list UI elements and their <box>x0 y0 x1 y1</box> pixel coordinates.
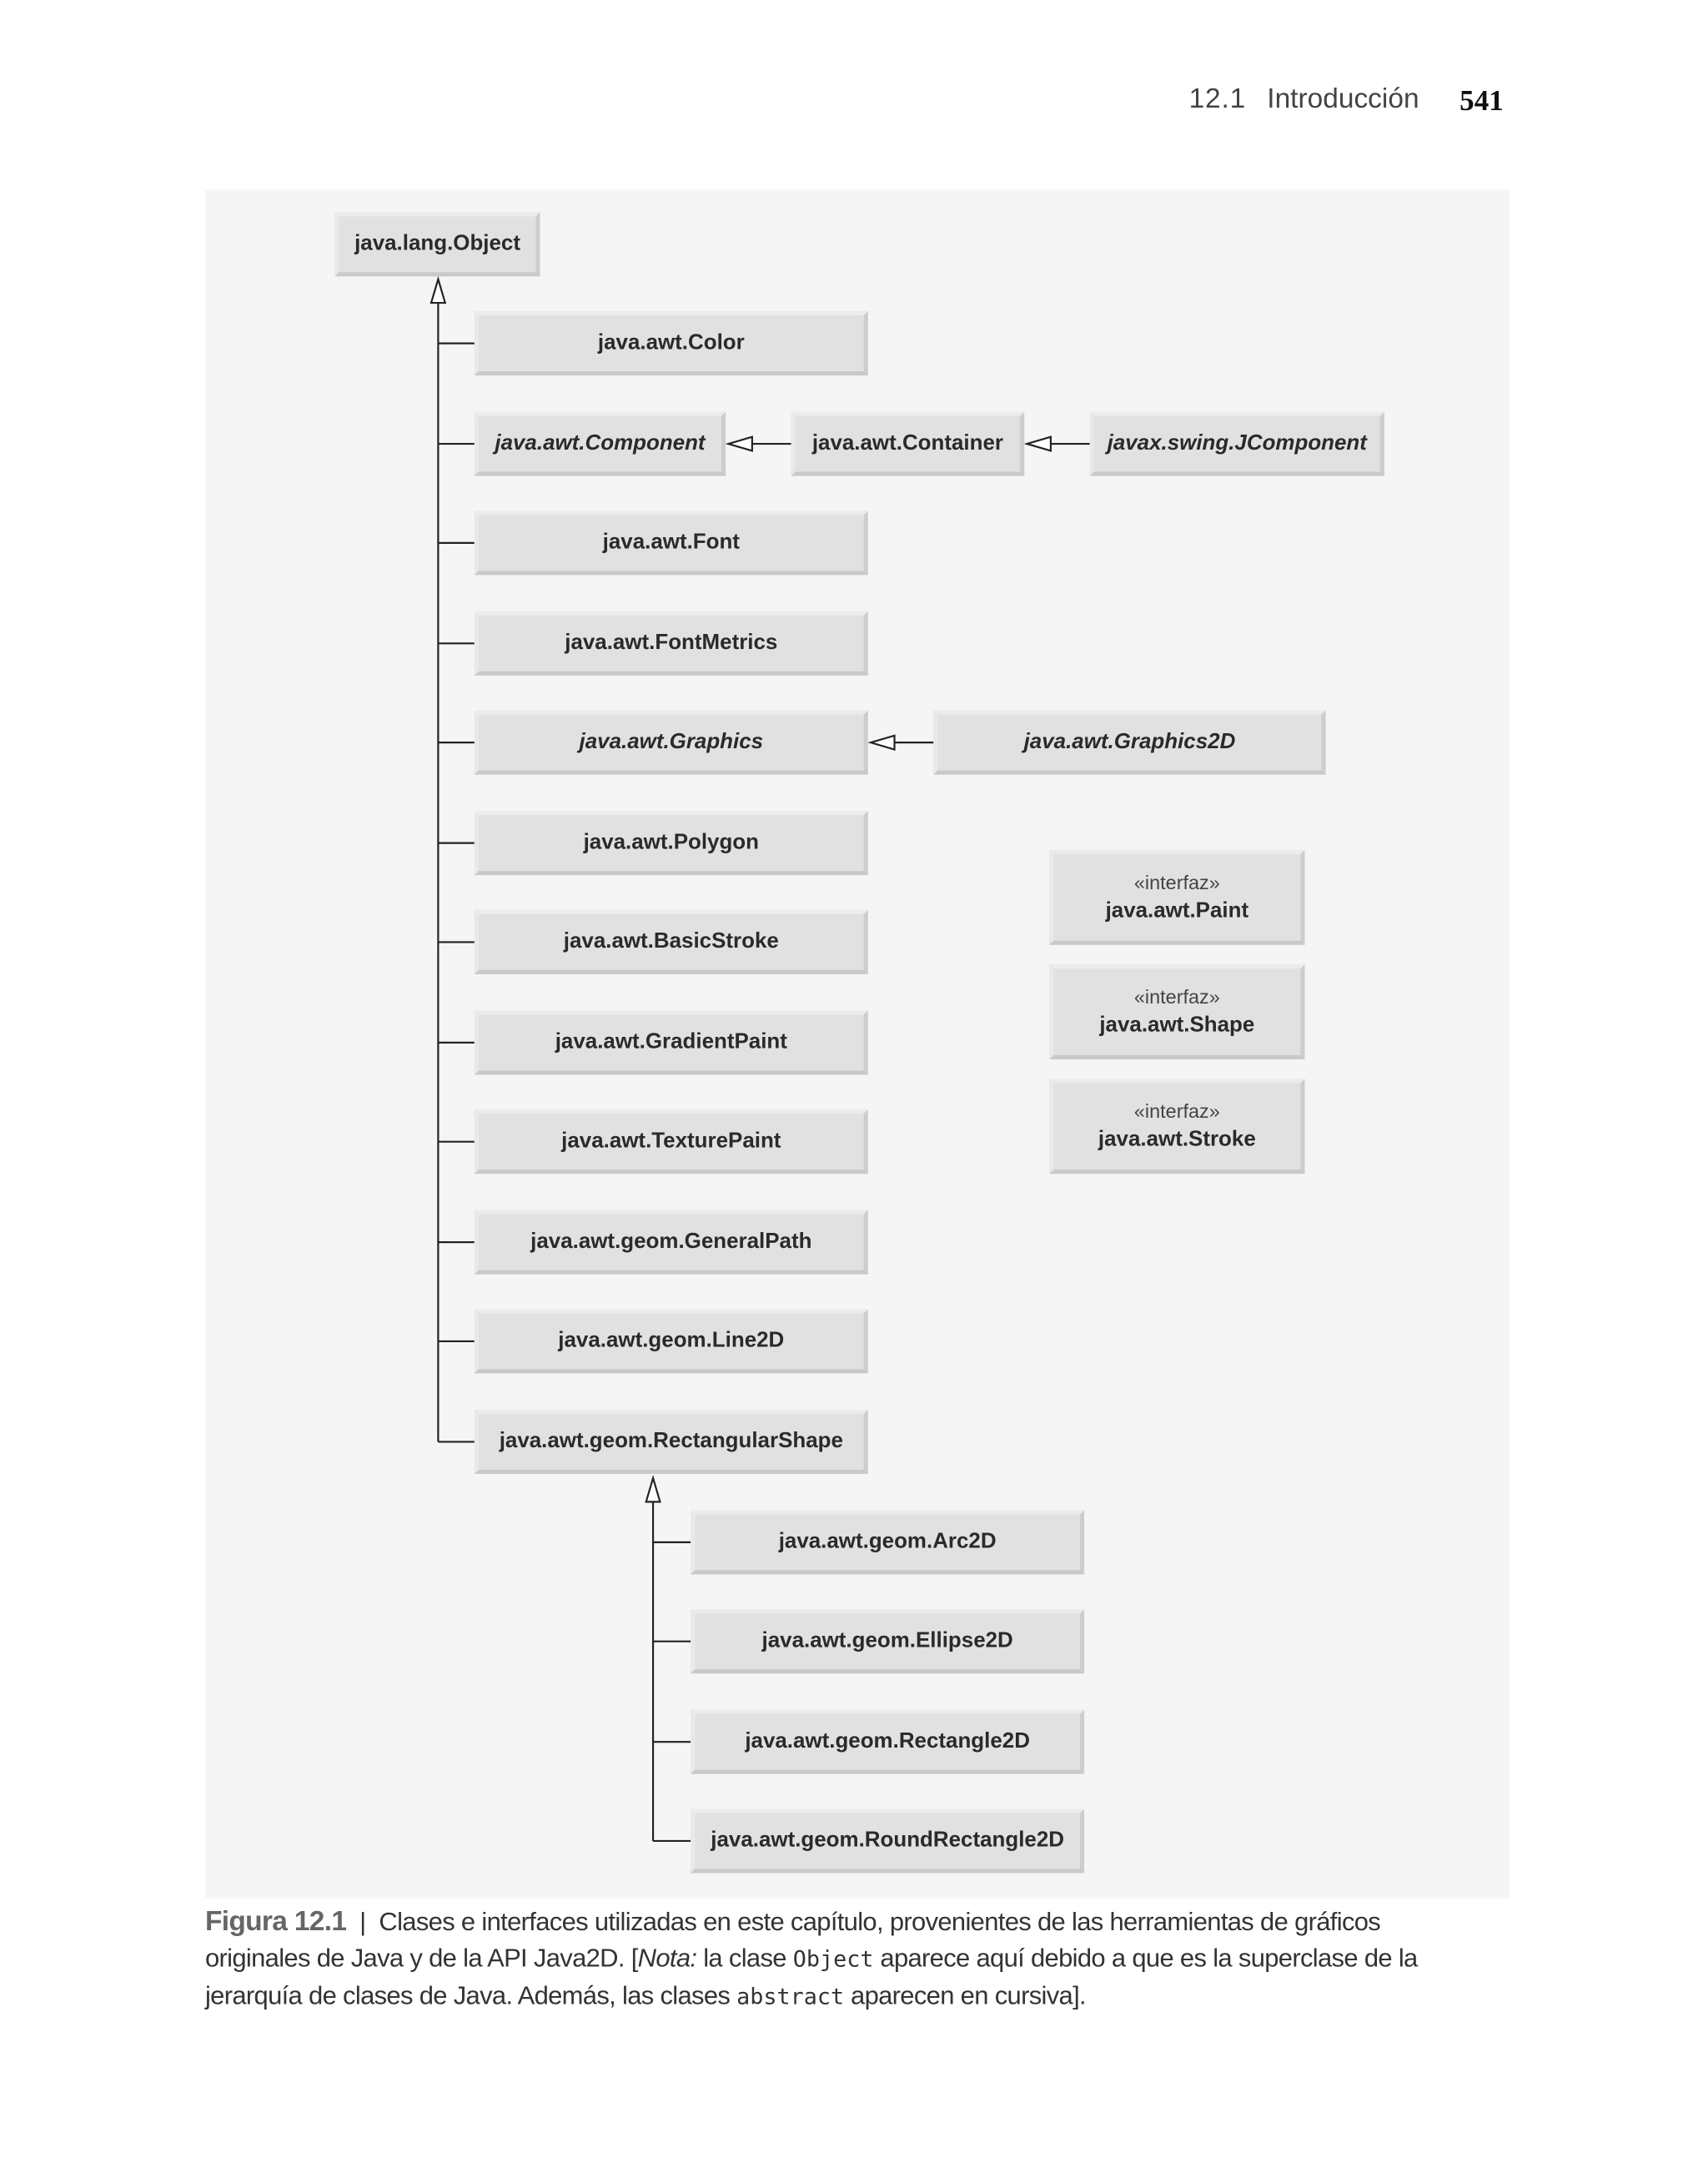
class-arc2d: java.awt.geom.Arc2D <box>691 1510 1085 1575</box>
class-container: java.awt.Container <box>791 411 1025 476</box>
class-ellipse2d: java.awt.geom.Ellipse2D <box>691 1609 1085 1674</box>
stereotype-label: «interfaz» <box>1133 1099 1220 1123</box>
stereotype-label: «interfaz» <box>1133 985 1220 1009</box>
class-texturepaint: java.awt.TexturePaint <box>474 1109 868 1175</box>
interface-name: java.awt.Shape <box>1099 1013 1255 1038</box>
caption-nota: Nota: <box>637 1943 697 1973</box>
branch-lines <box>438 342 475 1343</box>
figure-caption: Figura 12.1 | Clases e interfaces utiliz… <box>205 1904 1461 2015</box>
stereotype-label: «interfaz» <box>1133 871 1220 893</box>
class-graphics2d: java.awt.Graphics2D <box>933 710 1326 775</box>
caption-code-abstract: abstract <box>736 1983 845 2010</box>
caption-text: Clases e interfaces utilizadas en este c… <box>204 1906 1381 1973</box>
interface-name: java.awt.Paint <box>1105 898 1249 923</box>
class-rectangularshape: java.awt.geom.RectangularShape <box>474 1409 868 1474</box>
class-generalpath: java.awt.geom.GeneralPath <box>474 1210 868 1275</box>
class-graphics: java.awt.Graphics <box>474 710 868 775</box>
caption-separator: | <box>359 1906 366 1936</box>
class-roundrectangle2d: java.awt.geom.RoundRectangle2D <box>691 1808 1085 1874</box>
interface-paint: «interfaz» java.awt.Paint <box>1049 849 1305 945</box>
arrowhead-object <box>430 275 447 304</box>
class-line2d: java.awt.geom.Line2D <box>474 1309 868 1374</box>
arrowhead-rectangularshape <box>645 1475 661 1503</box>
arrowhead-graphics <box>867 734 896 751</box>
interface-name: java.awt.Stroke <box>1098 1127 1256 1152</box>
interface-shape: «interfaz» java.awt.Shape <box>1049 964 1305 1059</box>
class-polygon: java.awt.Polygon <box>474 811 868 876</box>
geom-branch-lines <box>653 1541 691 1843</box>
caption-code-object: Object <box>792 1945 874 1973</box>
class-object: java.lang.Object <box>334 212 540 277</box>
class-gradientpaint: java.awt.GradientPaint <box>474 1010 868 1075</box>
class-basicstroke: java.awt.BasicStroke <box>474 909 868 974</box>
class-font: java.awt.Font <box>474 511 868 576</box>
section-title: Introducción <box>1267 83 1419 115</box>
caption-text: aparecen en cursiva]. <box>844 1980 1087 2010</box>
caption-label: Figura 12.1 <box>204 1906 347 1938</box>
class-color: java.awt.Color <box>474 311 868 376</box>
section-number: 12.1 <box>1188 83 1247 115</box>
class-jcomponent: javax.swing.JComponent <box>1089 411 1384 476</box>
caption-text: aparece aquí debido a que es la supercla… <box>204 1943 1418 2010</box>
page-number: 541 <box>1459 83 1504 118</box>
arrowhead-container <box>1023 435 1052 452</box>
interface-stroke: «interfaz» java.awt.Stroke <box>1049 1079 1305 1175</box>
class-fontmetrics: java.awt.FontMetrics <box>474 611 868 676</box>
arrowhead-component <box>725 435 753 452</box>
caption-text: la clase <box>696 1943 793 1973</box>
class-rectangle2d: java.awt.geom.Rectangle2D <box>691 1709 1085 1774</box>
class-component: java.awt.Component <box>474 411 726 476</box>
